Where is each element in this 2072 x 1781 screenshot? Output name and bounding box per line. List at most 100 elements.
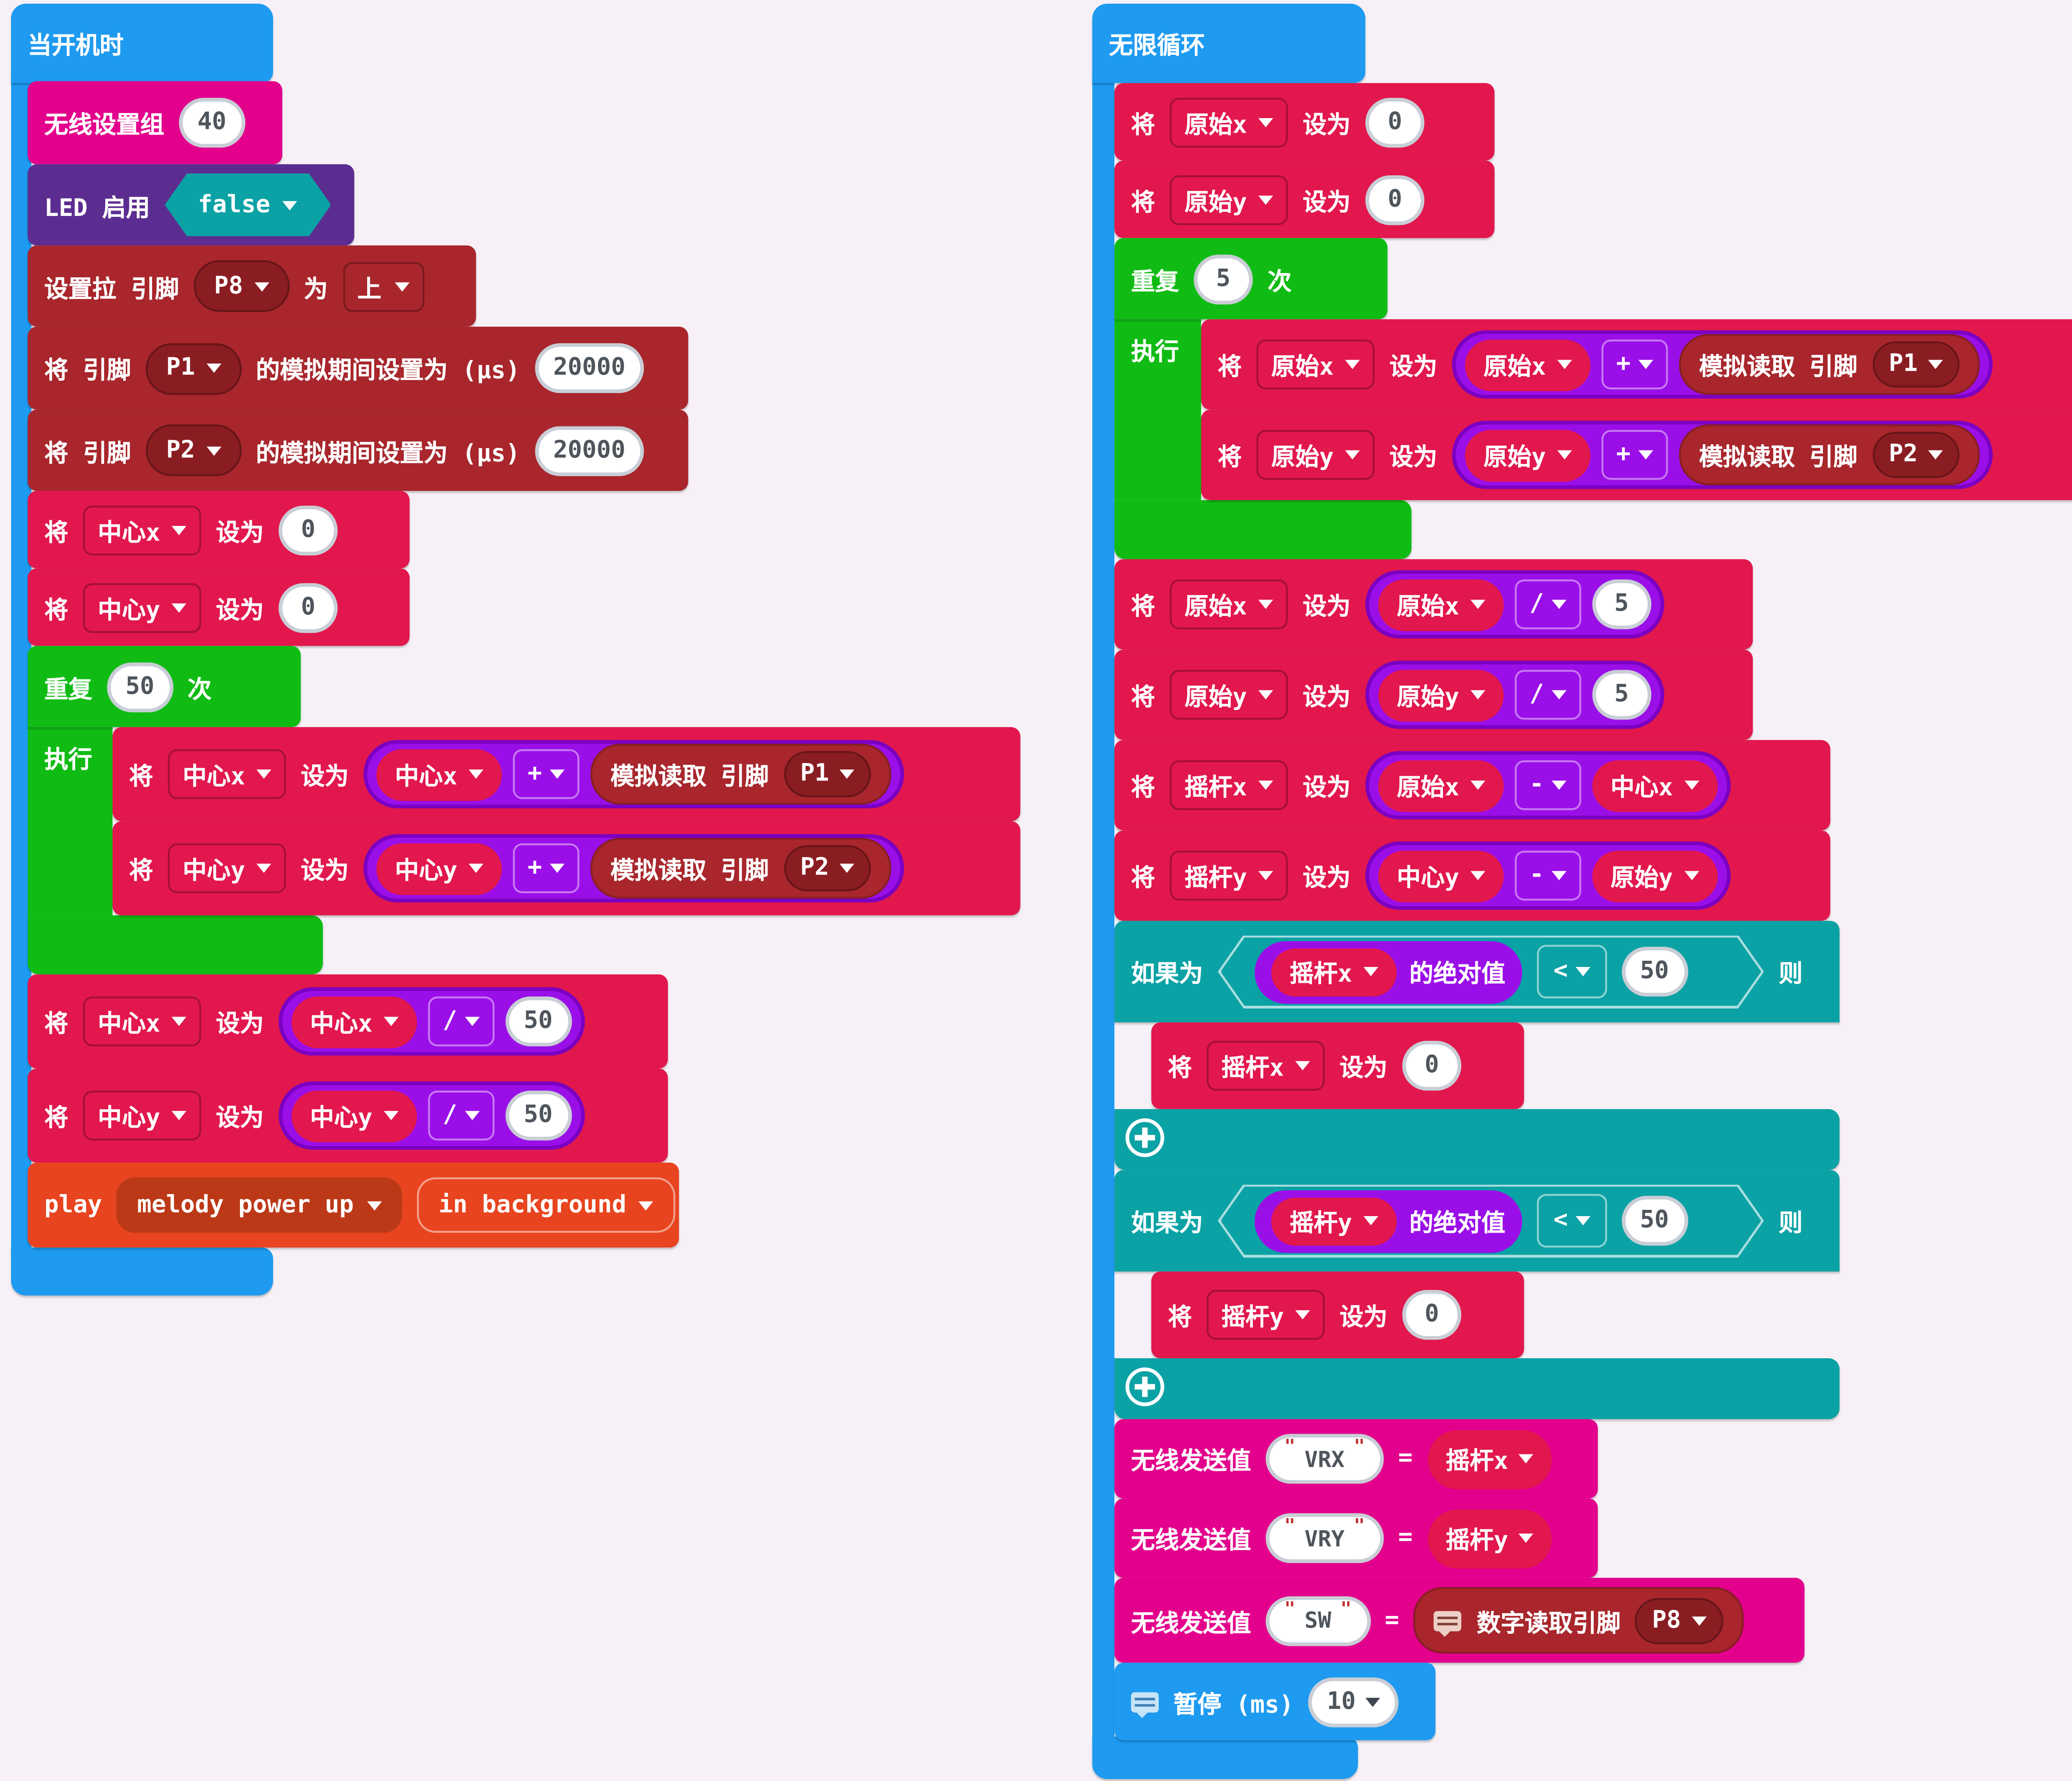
send-variable-dropdown[interactable]: 摇杆x	[1427, 1429, 1553, 1488]
pull-pin-dropdown[interactable]: P8	[194, 260, 289, 312]
operator-dropdown[interactable]: /	[428, 1090, 494, 1141]
variable-dropdown[interactable]: 原始x	[1169, 579, 1288, 630]
play-mode-dropdown[interactable]: in background	[416, 1177, 676, 1233]
send-name-input[interactable]: " SW "	[1266, 1595, 1370, 1645]
set-variable-divide-block[interactable]: 将 中心y 设为 中心y / 50	[27, 1068, 668, 1163]
add-else-plus-icon[interactable]	[1125, 1367, 1164, 1406]
variable-value-input[interactable]: 0	[1365, 97, 1425, 147]
repeat-block[interactable]: 重复 5 次	[1114, 238, 1388, 320]
operand-variable-dropdown[interactable]: 原始y	[1378, 669, 1504, 721]
operand-variable-dropdown[interactable]: 中心x	[376, 748, 502, 800]
radio-send-value-block[interactable]: 无线发送值 " SW " = 数字读取引脚 P8	[1114, 1577, 1805, 1663]
set-variable-divide-block[interactable]: 将 原始y 设为 原始y / 5	[1114, 649, 1753, 740]
repeat-times-input[interactable]: 5	[1193, 254, 1253, 304]
radio-set-group-block[interactable]: 无线设置组 40	[27, 81, 283, 165]
variable-dropdown[interactable]: 中心y	[83, 1090, 201, 1141]
pause-value-dropdown[interactable]: 10	[1308, 1677, 1399, 1727]
variable-dropdown[interactable]: 中心y	[83, 582, 201, 632]
repeat-times-input[interactable]: 50	[107, 662, 173, 712]
analog-period-value-input[interactable]: 20000	[535, 425, 644, 475]
set-variable-block[interactable]: 将 原始x 设为 0	[1114, 83, 1495, 161]
operand-value-input[interactable]: 5	[1592, 670, 1651, 720]
set-variable-add-block[interactable]: 将 中心y 设为 中心y + 模拟读取 引脚 P2	[112, 821, 1021, 916]
variable-dropdown[interactable]: 中心x	[83, 504, 201, 555]
variable-dropdown[interactable]: 中心x	[168, 749, 286, 799]
variable-dropdown[interactable]: 中心x	[83, 996, 201, 1047]
comparison-value-input[interactable]: 50	[1622, 1196, 1687, 1245]
operator-dropdown[interactable]: /	[1514, 579, 1581, 630]
variable-value-input[interactable]: 0	[1402, 1290, 1462, 1340]
send-name-input[interactable]: " VRY "	[1266, 1513, 1384, 1563]
operand-variable-dropdown[interactable]: 原始x	[1378, 759, 1504, 811]
forever-block[interactable]: 无限循环	[1092, 3, 1365, 83]
radio-send-value-block[interactable]: 无线发送值 " VRX " = 摇杆x	[1114, 1419, 1598, 1499]
math-operation[interactable]: 原始y + 模拟读取 引脚 P2	[1452, 421, 1994, 489]
math-operation[interactable]: 原始x / 5	[1365, 570, 1664, 639]
radio-group-value-input[interactable]: 40	[179, 97, 245, 148]
repeat-block[interactable]: 重复 50 次	[27, 646, 301, 727]
analog-read-pin-dropdown[interactable]: P1	[783, 751, 872, 797]
variable-dropdown[interactable]: 摇杆y	[1169, 851, 1288, 901]
variable-dropdown[interactable]: 中心y	[168, 843, 286, 893]
operand-value-input[interactable]: 50	[505, 996, 571, 1047]
analog-period-p1-block[interactable]: 将 引脚 P1 的模拟期间设置为 (μs) 20000	[27, 327, 688, 410]
set-variable-divide-block[interactable]: 将 中心x 设为 中心x / 50	[27, 974, 668, 1069]
variable-value-input[interactable]: 0	[1402, 1041, 1462, 1091]
variable-dropdown[interactable]: 摇杆y	[1206, 1290, 1325, 1340]
analog-period-pin-dropdown[interactable]: P2	[145, 424, 241, 476]
operand-variable-dropdown[interactable]: 原始x	[1465, 339, 1590, 390]
comparison-value-input[interactable]: 50	[1622, 947, 1687, 996]
if-block-bottom[interactable]	[1114, 1358, 1840, 1419]
set-variable-subtract-block[interactable]: 将 摇杆x 设为 原始x - 中心x	[1114, 740, 1830, 831]
math-operation[interactable]: 原始x - 中心x	[1365, 751, 1730, 819]
analog-period-p2-block[interactable]: 将 引脚 P2 的模拟期间设置为 (μs) 20000	[27, 410, 688, 491]
operator-dropdown[interactable]: +	[1601, 430, 1668, 480]
pause-block[interactable]: 暂停 (ms) 10	[1114, 1662, 1435, 1740]
set-variable-add-block[interactable]: 将 原始x 设为 原始x + 模拟读取 引脚 P1	[1201, 319, 2072, 410]
math-operation[interactable]: 中心y - 原始y	[1365, 841, 1730, 910]
variable-value-input[interactable]: 0	[278, 504, 338, 555]
analog-read-pin-block[interactable]: 模拟读取 引脚 P1	[1679, 334, 1980, 395]
analog-read-pin-dropdown[interactable]: P1	[1872, 341, 1960, 388]
operand-value-input[interactable]: 50	[505, 1090, 571, 1141]
variable-dropdown[interactable]: 摇杆x	[1206, 1041, 1325, 1091]
absolute-value-block[interactable]: 摇杆y 的绝对值	[1255, 1190, 1522, 1252]
digital-read-pin-dropdown[interactable]: P8	[1635, 1597, 1723, 1643]
operator-dropdown[interactable]: +	[513, 843, 579, 893]
operand-variable-dropdown[interactable]: 中心y	[1378, 850, 1504, 901]
analog-read-pin-block[interactable]: 模拟读取 引脚 P2	[590, 838, 892, 899]
if-block-header[interactable]: 如果为 摇杆x 的绝对值 < 50 则	[1114, 921, 1840, 1023]
math-operation[interactable]: 中心x + 模拟读取 引脚 P1	[363, 740, 905, 809]
radio-send-value-block[interactable]: 无线发送值 " VRY " = 摇杆y	[1114, 1498, 1598, 1578]
condition-hexagon[interactable]: 摇杆x 的绝对值 < 50	[1218, 935, 1764, 1008]
comparison-operator-dropdown[interactable]: <	[1537, 945, 1607, 998]
math-operation[interactable]: 中心x / 50	[278, 987, 584, 1056]
operand-variable-dropdown[interactable]: 原始x	[1378, 578, 1504, 630]
operator-dropdown[interactable]: -	[1514, 851, 1581, 901]
add-else-plus-icon[interactable]	[1125, 1118, 1164, 1157]
operand-variable-dropdown[interactable]: 中心x	[291, 996, 417, 1047]
analog-period-pin-dropdown[interactable]: P1	[145, 342, 241, 394]
set-variable-add-block[interactable]: 将 原始y 设为 原始y + 模拟读取 引脚 P2	[1201, 410, 2072, 500]
variable-value-input[interactable]: 0	[278, 582, 338, 632]
set-variable-block[interactable]: 将 中心x 设为 0	[27, 491, 410, 569]
operand-variable-dropdown[interactable]: 原始y	[1465, 429, 1590, 481]
operand-variable-dropdown[interactable]: 中心x	[1592, 759, 1717, 811]
digital-read-pin-block[interactable]: 数字读取引脚 P8	[1414, 1587, 1744, 1654]
math-operation[interactable]: 原始y / 5	[1365, 660, 1664, 729]
on-start-block[interactable]: 当开机时	[11, 3, 273, 83]
variable-dropdown[interactable]: 摇杆x	[1271, 947, 1397, 996]
variable-dropdown[interactable]: 摇杆y	[1271, 1197, 1397, 1245]
if-block-header[interactable]: 如果为 摇杆y 的绝对值 < 50 则	[1114, 1170, 1840, 1272]
melody-dropdown[interactable]: melody power up	[116, 1177, 402, 1233]
operand-value-input[interactable]: 5	[1592, 579, 1651, 630]
analog-read-pin-dropdown[interactable]: P2	[1872, 431, 1960, 478]
comment-bubble-icon[interactable]	[1434, 1610, 1462, 1636]
set-variable-block[interactable]: 将 原始y 设为 0	[1114, 160, 1495, 238]
variable-dropdown[interactable]: 原始x	[1169, 97, 1288, 147]
analog-read-pin-block[interactable]: 模拟读取 引脚 P2	[1679, 424, 1980, 485]
set-variable-block[interactable]: 将 中心y 设为 0	[27, 568, 410, 646]
operator-dropdown[interactable]: /	[1514, 670, 1581, 720]
variable-dropdown[interactable]: 原始y	[1169, 174, 1288, 224]
